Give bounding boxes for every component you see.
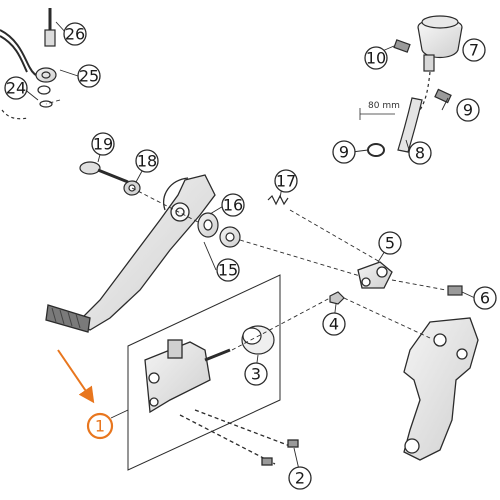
callout-7: 7: [462, 38, 486, 62]
callout-label: 18: [137, 152, 157, 171]
callout-label: 5: [385, 234, 395, 253]
callout-label: 15: [218, 261, 238, 280]
callout-label: 3: [251, 365, 261, 384]
callout-label: 24: [6, 79, 26, 98]
callout-label: 7: [469, 41, 479, 60]
callout-3: 3: [244, 362, 268, 386]
callout-label: 9: [463, 101, 473, 120]
callout-label: 16: [223, 196, 243, 215]
master-cylinder: [144, 339, 231, 414]
callout-label: 25: [79, 67, 99, 86]
callout-label: 10: [366, 49, 386, 68]
callout-label: 6: [480, 289, 490, 308]
callout-label: 9: [339, 143, 349, 162]
bolts-2: [179, 409, 299, 466]
mounting-bracket: [403, 317, 479, 461]
linkage-5: [357, 261, 393, 289]
callout-label: 19: [93, 135, 113, 154]
callout-8: 8: [408, 141, 432, 165]
brake-pedal: [45, 174, 216, 333]
callout-16: 16: [221, 193, 245, 217]
callout-26: 26: [63, 22, 87, 46]
bolt-6: [447, 285, 463, 296]
callout-label: 1: [95, 417, 105, 436]
callout-17: 17: [274, 169, 298, 193]
reservoir-group: [359, 15, 463, 157]
callout-24: 24: [4, 76, 28, 100]
callout-18: 18: [135, 149, 159, 173]
callout-label: 17: [276, 172, 296, 191]
callout-9: 9: [332, 140, 356, 164]
boot-3: [241, 325, 275, 355]
callout-4: 4: [322, 312, 346, 336]
assembly-lines: [45, 99, 447, 351]
callout-6: 6: [473, 286, 497, 310]
bolt-19: [79, 161, 129, 184]
spring-17: [267, 194, 289, 206]
callout-label: 4: [329, 315, 339, 334]
callout-9: 9: [456, 98, 480, 122]
callout-19: 19: [91, 132, 115, 156]
callout-2: 2: [288, 466, 312, 490]
callout-5: 5: [378, 231, 402, 255]
callout-15: 15: [216, 258, 240, 282]
brake-line-detail: [0, 8, 57, 120]
callout-label: 2: [295, 469, 305, 488]
master-cylinder-frame: [127, 274, 281, 471]
bushings-16: [197, 212, 241, 248]
callout-10: 10: [364, 46, 388, 70]
callout-label: 8: [415, 144, 425, 163]
leader-lines: [22, 21, 476, 475]
callout-25: 25: [77, 64, 101, 88]
nut-4: [329, 291, 345, 305]
dimension-label: 80 mm: [368, 101, 400, 111]
callout-1-highlighted: 1: [86, 412, 114, 440]
highlight-arrow: [57, 349, 95, 404]
callout-label: 26: [65, 25, 85, 44]
